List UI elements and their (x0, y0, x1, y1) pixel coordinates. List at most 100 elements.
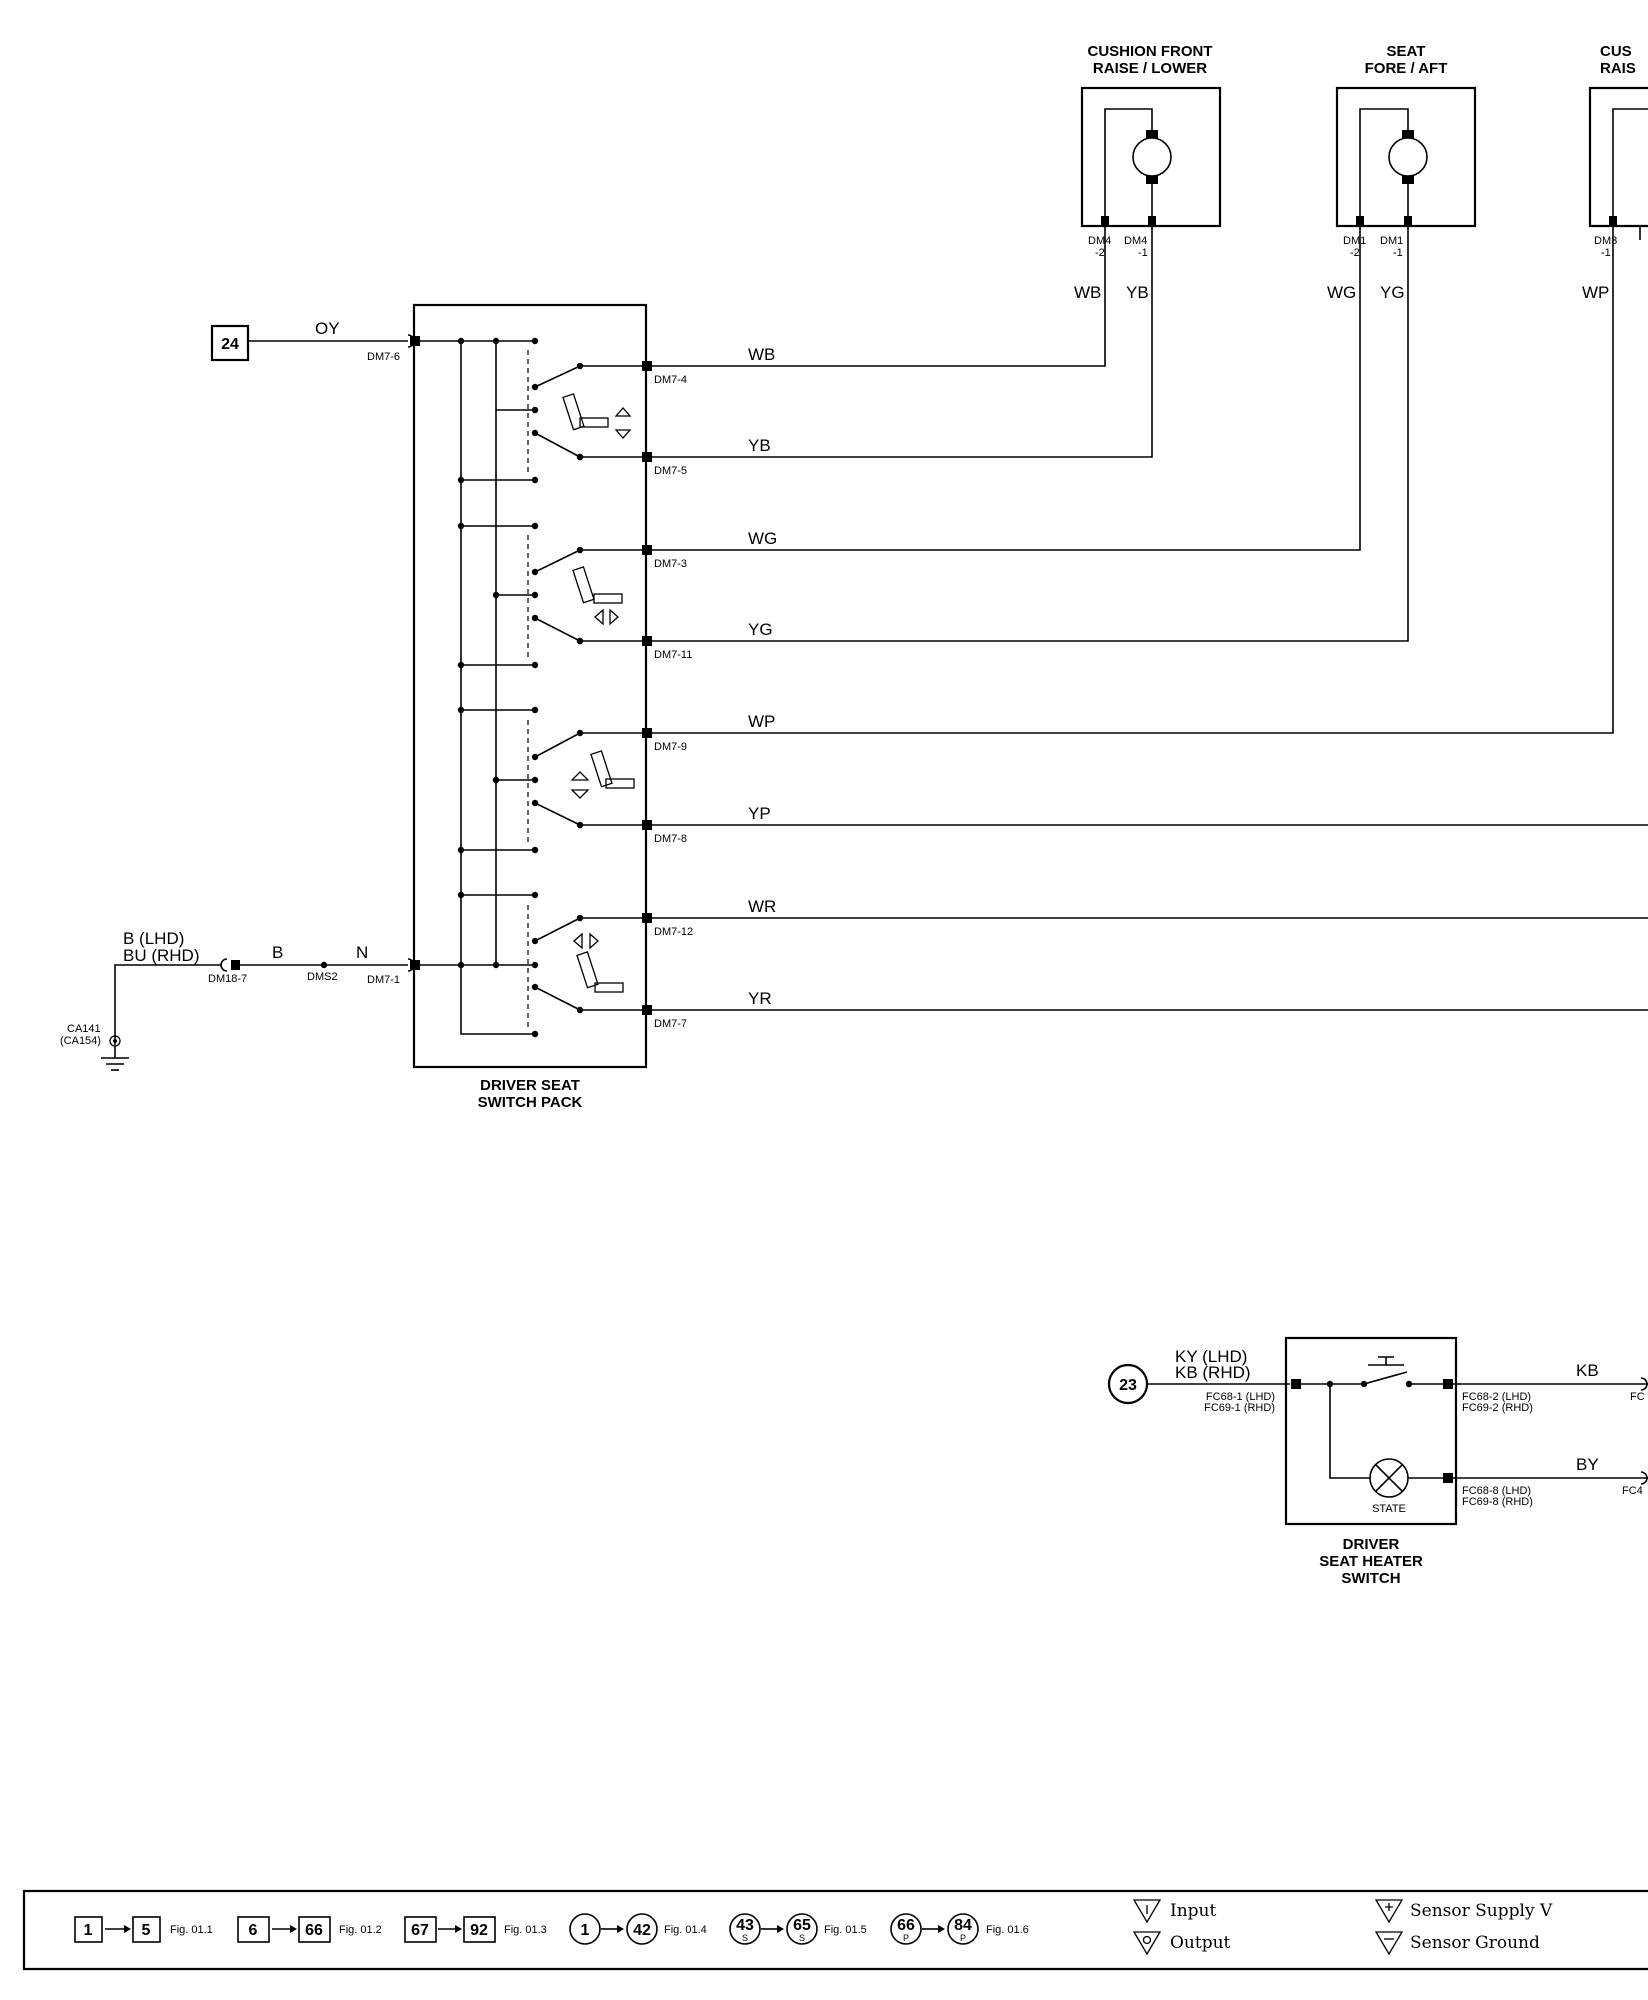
legend-range-to: 66 (305, 1922, 323, 1939)
legend-range-subscript: P (903, 1933, 909, 1943)
pin-label: -1 (1138, 247, 1148, 259)
output-pin-label: DM7-9 (654, 741, 687, 753)
pin-label: FC68-1 (LHD) (1206, 1391, 1275, 1403)
reference-number: 23 (1119, 1377, 1137, 1394)
sensor-supply-icon (1374, 1899, 1404, 1924)
output-pin-label: DM7-12 (654, 926, 693, 938)
ground-icon (101, 1057, 129, 1071)
legend-figure-ref: Fig. 01.6 (986, 1924, 1029, 1936)
heater-switch-title-line2: SEAT HEATER (1319, 1553, 1423, 1570)
legend-range-to: 5 (142, 1922, 151, 1939)
wire-color-label: KY (LHD) (1175, 1347, 1247, 1366)
pin-label: DM4 (1088, 235, 1111, 247)
pin-label: FC69-8 (RHD) (1462, 1496, 1533, 1508)
pin-label: DM1 (1343, 235, 1366, 247)
legend-range[interactable]: 1 5 Fig. 01.1 (74, 1916, 213, 1943)
wire-color-label: YB (1126, 283, 1149, 302)
pin-label: FC68-8 (LHD) (1462, 1485, 1531, 1497)
pin-label: DM4 (1124, 235, 1147, 247)
legend-range-from: 1 (581, 1922, 590, 1939)
heater-switch-title-line1: DRIVER (1343, 1536, 1400, 1553)
switch-pack-housing (412, 303, 648, 1069)
switch-pack-title-line1: DRIVER SEAT (480, 1077, 580, 1094)
motor-title-line2: RAIS (1600, 60, 1636, 77)
pin-label: -2 (1350, 247, 1360, 259)
legend-range[interactable]: 6 66 Fig. 01.2 (237, 1916, 382, 1943)
legend-range[interactable]: 66 P 84 P Fig. 01.6 (890, 1913, 1029, 1945)
motor-icon (1388, 130, 1428, 184)
connector-pin (1101, 216, 1109, 226)
legend-range-to: 92 (470, 1922, 488, 1939)
wire-color-label: B (LHD) (123, 929, 184, 948)
pin-label: FC4 (1622, 1485, 1643, 1497)
seat-heater-switch: 23 KY (LHD) KB (RHD) FC68-1 (LHD) FC69-1… (1107, 1336, 1648, 1587)
pin-label: FC (1630, 1391, 1645, 1403)
wire-color-label: WB (1074, 283, 1101, 302)
reference-box-24[interactable] (210, 324, 250, 362)
output-wire-label: YP (748, 804, 771, 823)
pin-label: FC68-2 (LHD) (1462, 1391, 1531, 1403)
seat-recline-icon (573, 932, 624, 993)
legend-range[interactable]: 67 92 Fig. 01.3 (404, 1916, 547, 1943)
legend-frame (22, 1889, 1648, 1971)
seat-cushion-rear-icon (570, 750, 635, 799)
connector-pin (1148, 216, 1156, 226)
legend-range-to: 84 (954, 1917, 972, 1934)
output-pin-label: DM7-3 (654, 558, 687, 570)
legend-input-label: Input (1170, 1901, 1216, 1921)
splice-dot (320, 961, 328, 969)
output-pin-label: DM7-11 (654, 649, 692, 661)
legend-range[interactable]: 1 42 Fig. 01.4 (569, 1913, 707, 1945)
splice-label: DMS2 (307, 971, 338, 983)
reference-number: 24 (221, 336, 239, 353)
cushion-rear-motor: CUS RAIS DM3 -1 WP (1582, 43, 1648, 302)
legend-sensor-ground-label: Sensor Ground (1410, 1933, 1540, 1953)
pin-label: FC69-1 (RHD) (1204, 1402, 1275, 1414)
legend-range[interactable]: 43 S 65 S Fig. 01.5 (729, 1913, 867, 1945)
sensor-ground-icon (1374, 1931, 1404, 1956)
pin-label: DM18-7 (208, 973, 247, 985)
motor-title-line1: SEAT (1387, 43, 1426, 60)
legend-range-from: 6 (249, 1922, 258, 1939)
output-pin-label: DM7-7 (654, 1018, 687, 1030)
heater-switch-title-line3: SWITCH (1341, 1570, 1400, 1587)
legend-sensor-supply-label: Sensor Supply V (1410, 1901, 1553, 1921)
wire-color-label: N (356, 943, 368, 962)
output-pins (410, 336, 652, 1015)
legend-range-from: 67 (411, 1922, 429, 1939)
ground-feed: N B DMS2 DM7-1 DM18-7 B (LHD) BU (RHD) C… (60, 929, 415, 1071)
output-wire-label: WR (748, 897, 776, 916)
wire-color-label: KB (1576, 1361, 1599, 1380)
legend-range-subscript: S (742, 1933, 748, 1943)
seat-fore-aft-motor: SEAT FORE / AFT DM1 -2 DM1 -1 WG YG (1327, 43, 1477, 302)
wire-color-label: OY (315, 319, 340, 338)
output-wire-label: YR (748, 989, 772, 1008)
connector-pin (1609, 216, 1617, 226)
cushion-front-motor: CUSHION FRONT RAISE / LOWER DM4 -2 DM4 -… (1074, 43, 1222, 302)
heater-switch-housing (1284, 1336, 1458, 1526)
seat-fore-aft-icon (572, 566, 623, 626)
legend-range-to: 65 (793, 1917, 811, 1934)
output-wire-label: WG (748, 529, 777, 548)
pin-label: DM3 (1594, 235, 1617, 247)
ground-location-label: CA141 (67, 1023, 101, 1035)
output-symbol-icon (1132, 1931, 1162, 1956)
pin-label: FC69-2 (RHD) (1462, 1402, 1533, 1414)
wire-color-label: BY (1576, 1455, 1599, 1474)
legend-range-from: 1 (84, 1922, 93, 1939)
wire-color-label: B (272, 943, 283, 962)
pin-label: DM7-1 (367, 974, 400, 986)
pin-label: DM7-6 (367, 351, 400, 363)
legend-input: Input (1132, 1899, 1216, 1924)
motor-title-line1: CUS (1600, 43, 1632, 60)
wire-color-label: WG (1327, 283, 1356, 302)
lamp-label: STATE (1372, 1503, 1406, 1515)
output-wire-label: YG (748, 620, 773, 639)
output-pin-label: DM7-5 (654, 465, 687, 477)
legend: 1 5 Fig. 01.1 6 66 Fig. 01.2 67 92 Fig. … (22, 1889, 1648, 1971)
output-wire-label: WP (748, 712, 775, 731)
output-pin-label: DM7-8 (654, 833, 687, 845)
legend-figure-ref: Fig. 01.5 (824, 1924, 867, 1936)
driver-seat-switch-pack: DRIVER SEAT SWITCH PACK (410, 303, 777, 1111)
